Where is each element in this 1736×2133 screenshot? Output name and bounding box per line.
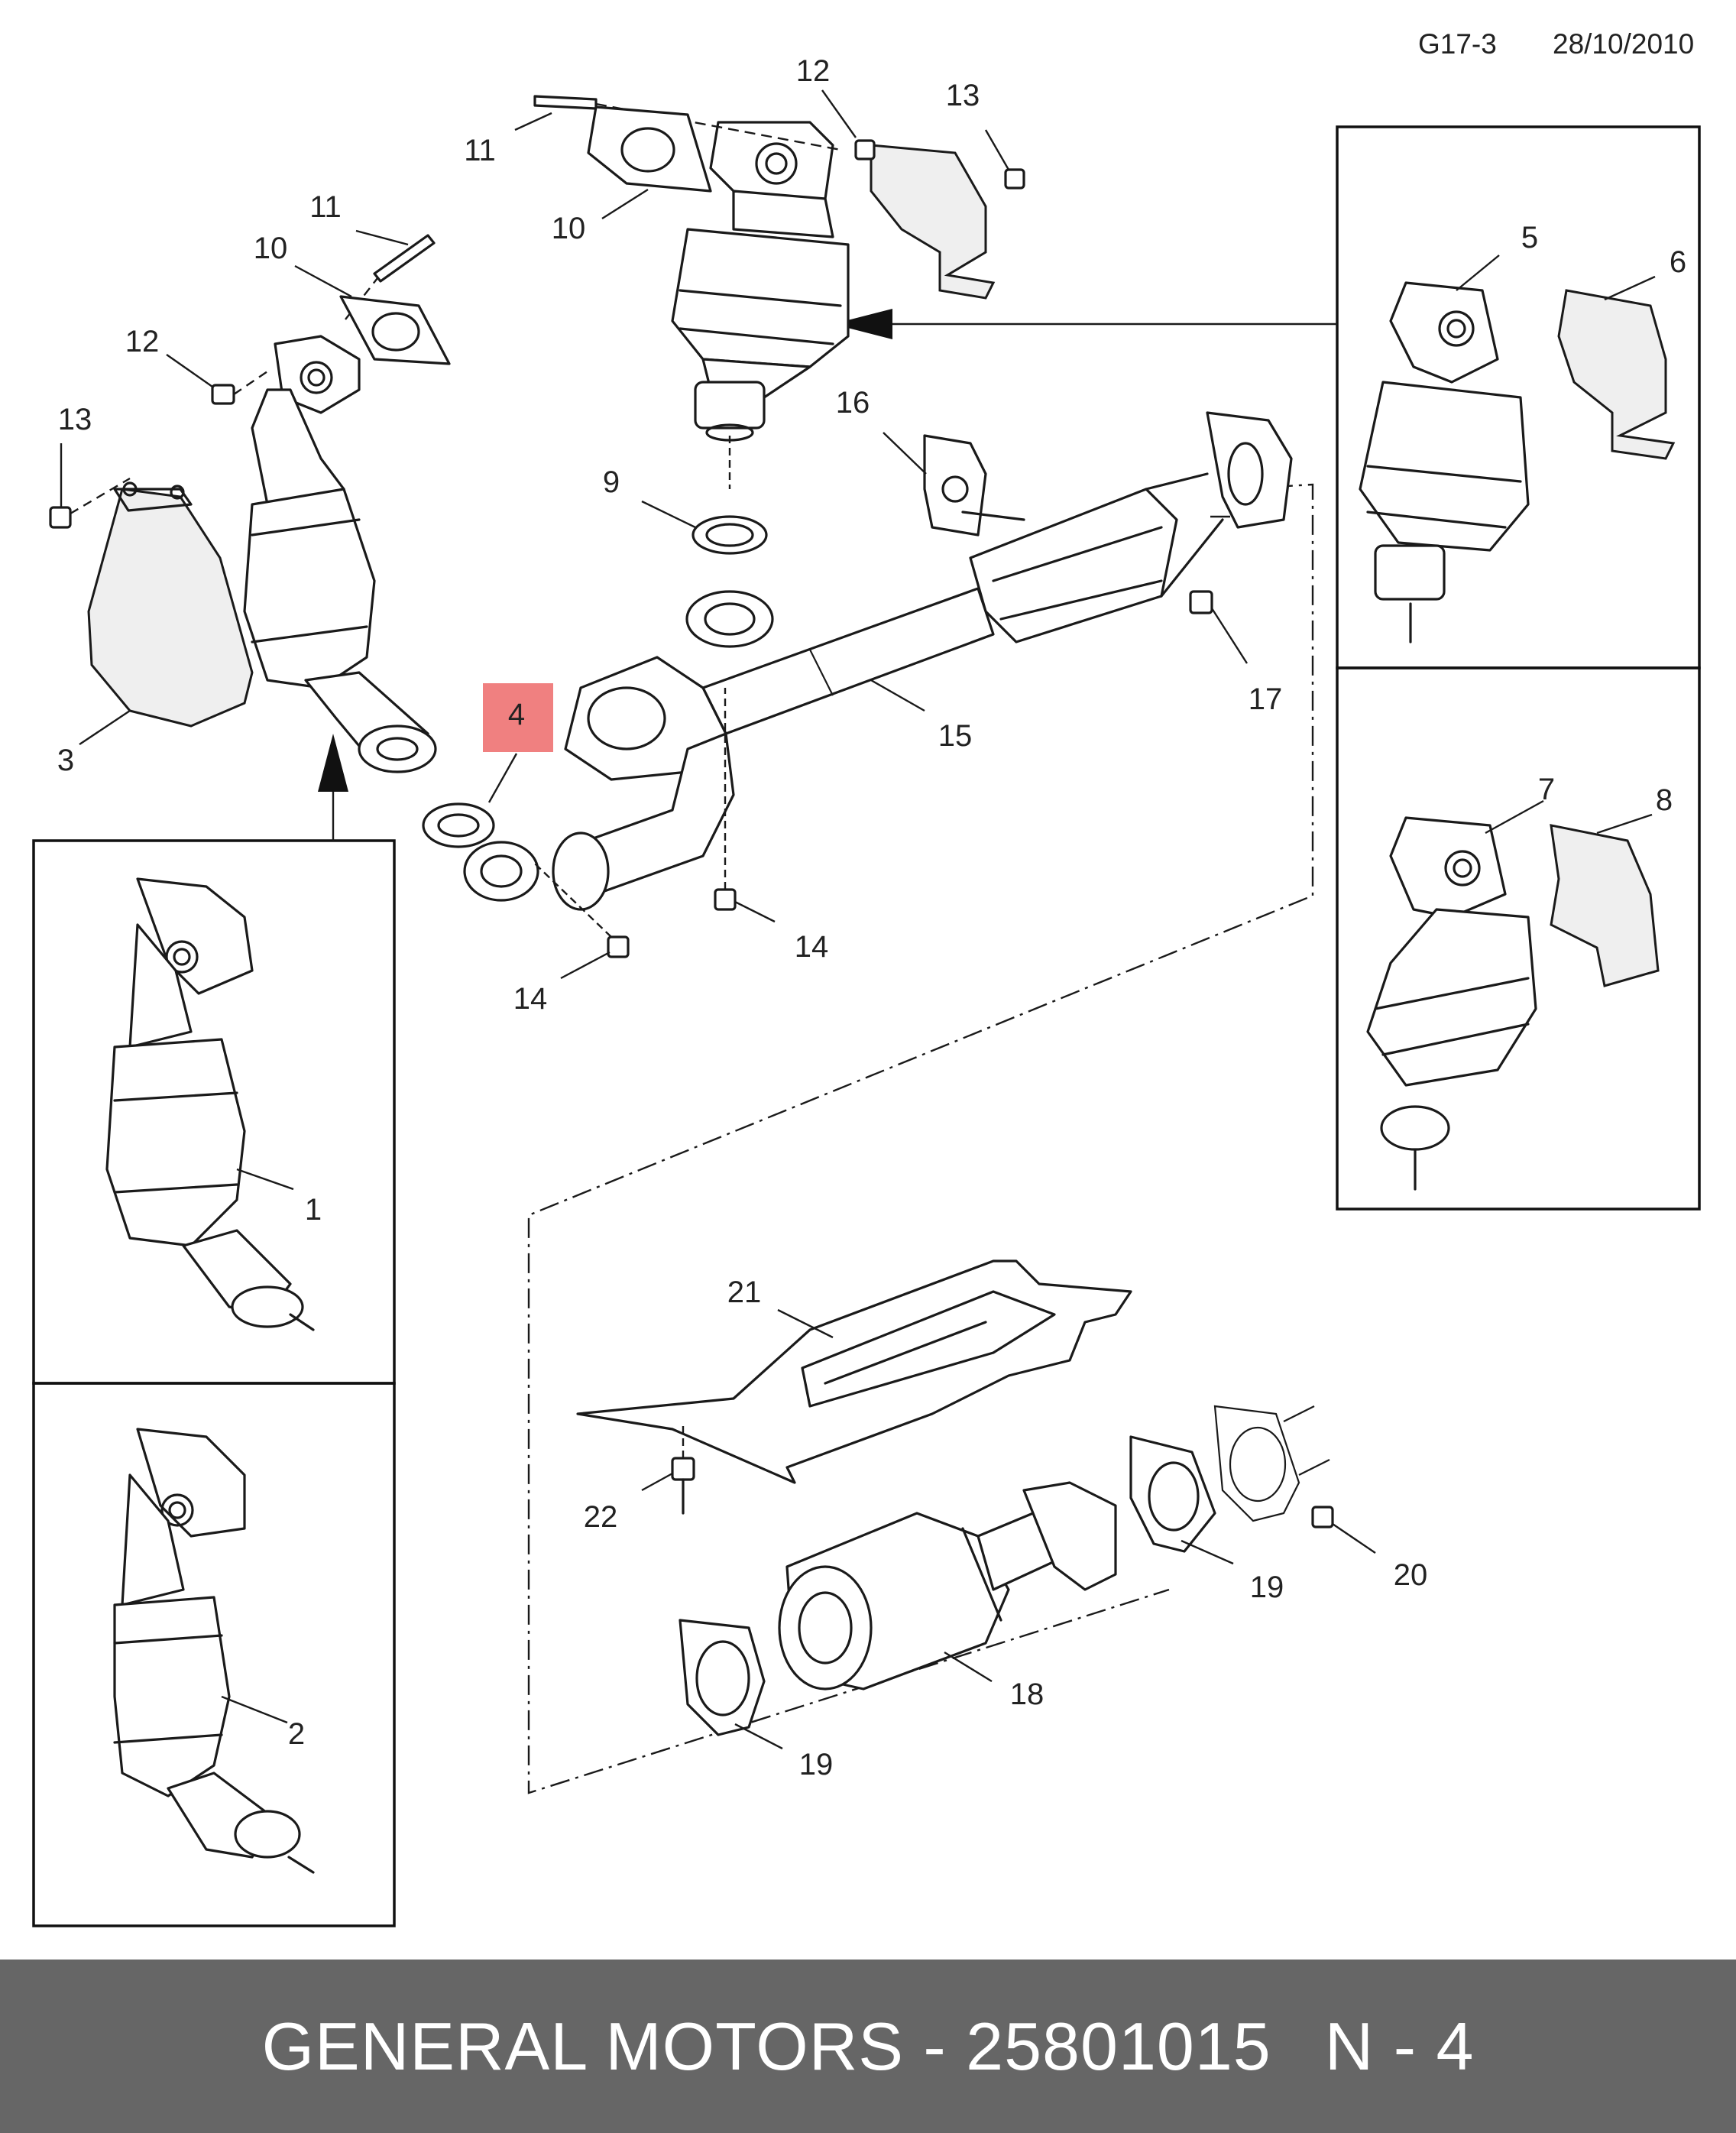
leader-lines [60,89,1656,1750]
callout-2: 2 [288,1717,305,1751]
callout-17: 17 [1249,682,1283,716]
arrow-to-left-converter [318,734,348,841]
gasket-part-10-top [587,105,712,193]
nut-part-14-left [607,935,630,958]
callout-11-top: 11 [464,134,496,167]
dashed-boundary [527,483,1314,1794]
callout-12-top: 12 [796,54,831,88]
callout-4-highlighted: 4 [508,698,525,731]
footer-part-number: 25801015 [966,2008,1271,2084]
inset-converter-part-2 [113,1428,315,1874]
callout-10-top: 10 [552,212,586,245]
callout-8: 8 [1656,783,1673,817]
nut-part-20 [1311,1506,1334,1528]
bolt-part-13-top [1004,168,1025,190]
underbody-shield-part-21 [576,1259,1132,1484]
inset-converter-part-7 [1366,816,1537,1191]
callout-5: 5 [1521,221,1538,254]
callout-21: 21 [727,1276,762,1309]
callout-11-left: 11 [309,190,342,224]
diagram-code: G17-3 [1418,28,1497,60]
clamp-part-9 [685,515,774,648]
left-catalytic-converter [243,335,437,773]
callout-14-right: 14 [795,930,829,964]
callout-7: 7 [1538,773,1555,806]
inset-frame-bottom-left [32,1382,396,1927]
callout-13-top: 13 [946,79,980,112]
exhaust-parts-diagram: G17-3 28/10/2010 [32,28,1701,1927]
inset-converter-part-1 [105,877,315,1331]
inset-converter-part-5 [1359,281,1530,643]
nut-part-12-left [211,371,268,405]
front-pipe-part-15 [552,411,1293,911]
callout-12-left: 12 [125,325,160,358]
right-catalytic-converter [671,121,996,489]
callout-1: 1 [305,1193,322,1227]
arrow-to-right-converter [833,309,1337,339]
callout-13-left: 13 [58,403,92,436]
callout-18: 18 [1010,1678,1045,1711]
gasket-part-10-left [339,295,451,365]
nut-part-17 [1189,590,1213,614]
callout-14-left: 14 [513,982,548,1016]
inset-shield-part-6 [1557,289,1676,460]
gasket-part-4 [422,802,539,902]
callout-22: 22 [584,1500,618,1534]
footer-bar: GENERAL MOTORS - 25801015 N - 4 [0,1960,1736,2133]
pipe-flange-ghost [1213,1405,1330,1522]
footer-position: N - 4 [1324,2008,1475,2084]
gasket-part-19-left [679,1619,766,1736]
heat-shield-part-3 [87,481,254,728]
converter-part-18 [778,1481,1117,1691]
highlight-box [483,683,553,752]
inset-shield-part-8 [1550,824,1660,987]
nut-part-12-top [854,139,876,160]
callout-19-left: 19 [799,1748,834,1781]
footer-caption: GENERAL MOTORS - 25801015 N - 4 [262,2008,1475,2086]
footer-brand: GENERAL MOTORS [261,2008,904,2084]
footer-separator: - [903,2008,967,2084]
callout-20: 20 [1394,1558,1428,1592]
callout-10-left: 10 [254,232,288,265]
callout-9: 9 [603,465,620,499]
callout-15: 15 [938,719,973,753]
callout-19-right: 19 [1250,1571,1284,1604]
callout-3: 3 [57,744,74,777]
callout-6: 6 [1670,245,1686,279]
hanger-part-16 [923,434,1025,536]
callout-16: 16 [836,386,870,420]
inset-frame-mid-right [1336,666,1701,1211]
diagram-date: 28/10/2010 [1553,28,1694,60]
nut-part-22 [671,1421,695,1515]
nut-part-14-right [714,888,737,911]
gasket-part-19-right [1129,1435,1216,1553]
